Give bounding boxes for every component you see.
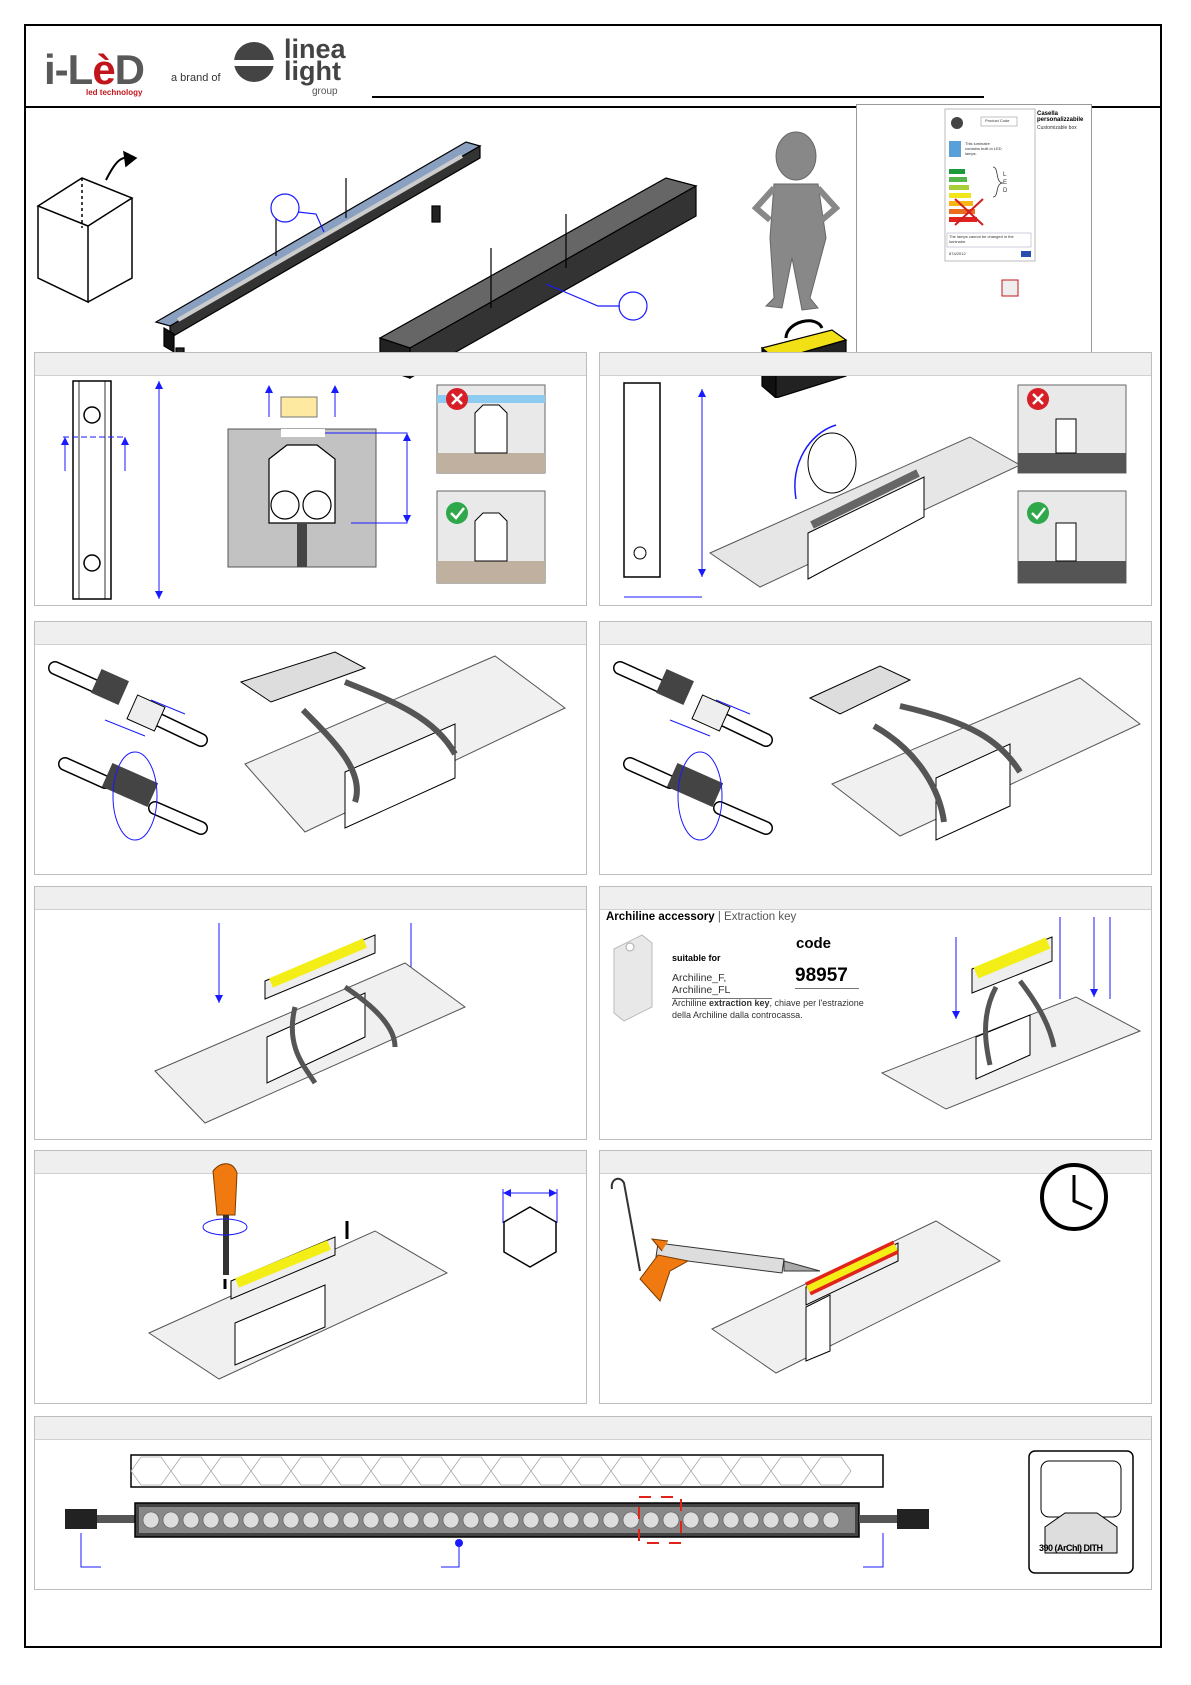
step-header-bar (35, 887, 586, 910)
clock-icon (1040, 1163, 1108, 1231)
lamp-text: This luminaire contains built-in LED lam… (965, 141, 1002, 156)
energy-label-card: Casella personalizzabile Customizable bo… (856, 104, 1092, 366)
accessory-models: Archiline_F, Archiline_FL (672, 972, 772, 999)
step-panel-connect-1 (34, 621, 587, 875)
accessory-code-label: code (796, 935, 832, 952)
no-change-text: The lamps cannot be changed in the lumin… (949, 234, 1014, 244)
components-diagram (65, 1450, 1134, 1574)
step-header-bar (600, 1151, 1151, 1174)
step-header-bar (35, 622, 586, 645)
screw-fixing-diagram (147, 1163, 558, 1380)
brand-of-text: a brand of (171, 72, 221, 84)
insert-luminaire-diagram (154, 923, 466, 1124)
sealing-diagram (610, 1163, 1108, 1374)
rating-plate-text: 390 (ArChI) DITH (1039, 1543, 1103, 1553)
regulation-text: 874/2012 (949, 251, 966, 256)
accessory-code-value: 98957 (795, 965, 859, 989)
caulking-gun-icon (610, 1177, 821, 1302)
installer-figure-icon (751, 131, 841, 311)
step-header-bar (600, 887, 1151, 910)
accessory-description: Archiline extraction key, chiave per l'e… (672, 998, 864, 1020)
i-led-tagline: led technology (86, 88, 143, 97)
step-panel-sealing (599, 1150, 1152, 1404)
step-panel-install-check (599, 352, 1152, 606)
step-panel-dimensions (34, 352, 587, 606)
step-header-bar (600, 622, 1151, 645)
package-contents-illustration (36, 131, 848, 398)
step-panel-connect-2 (599, 621, 1152, 875)
install-check-diagram (623, 382, 1127, 598)
rating-plate-graphic (1028, 1450, 1134, 1574)
energy-label-graphic (944, 108, 1036, 297)
callout-1 (270, 193, 300, 223)
callout-2 (618, 291, 648, 321)
label-card-subtitle: Customizable box (1037, 125, 1077, 131)
connector-diagram-2 (613, 661, 1141, 841)
linea-light-group-text: group (312, 86, 338, 97)
connector-diagram-1 (48, 651, 566, 841)
step-header-bar (35, 353, 586, 376)
dimension-diagram (61, 380, 546, 600)
step-panel-screw-fixing (34, 1150, 587, 1404)
step-header-bar (35, 1417, 1151, 1440)
led-letters: L E D (1003, 172, 1008, 194)
open-box-icon (36, 150, 138, 304)
extraction-key-diagram (613, 917, 1142, 1110)
step-header-bar (35, 1151, 586, 1174)
step-header-bar (600, 353, 1151, 376)
screwdriver-icon (212, 1163, 238, 1275)
step-panel-insert-luminaire (34, 886, 587, 1140)
linea-light-logo-mark (232, 42, 278, 82)
luminaire-without-frame (378, 177, 698, 380)
luminaire-with-frame (154, 141, 482, 367)
accessory-suitable-label: suitable for (672, 953, 721, 963)
title-underline (372, 96, 984, 98)
i-led-logo: i-LèD (44, 46, 145, 93)
accessory-title: Archiline accessory | Extraction key (606, 911, 797, 923)
product-code-text: Product Code (985, 118, 1010, 123)
step-panel-extraction-key: Archiline accessory | Extraction key cod… (599, 886, 1152, 1140)
step-panel-components: 390 (ArChI) DITH (34, 1416, 1152, 1590)
label-card-title: Casella personalizzabile (1037, 111, 1084, 123)
